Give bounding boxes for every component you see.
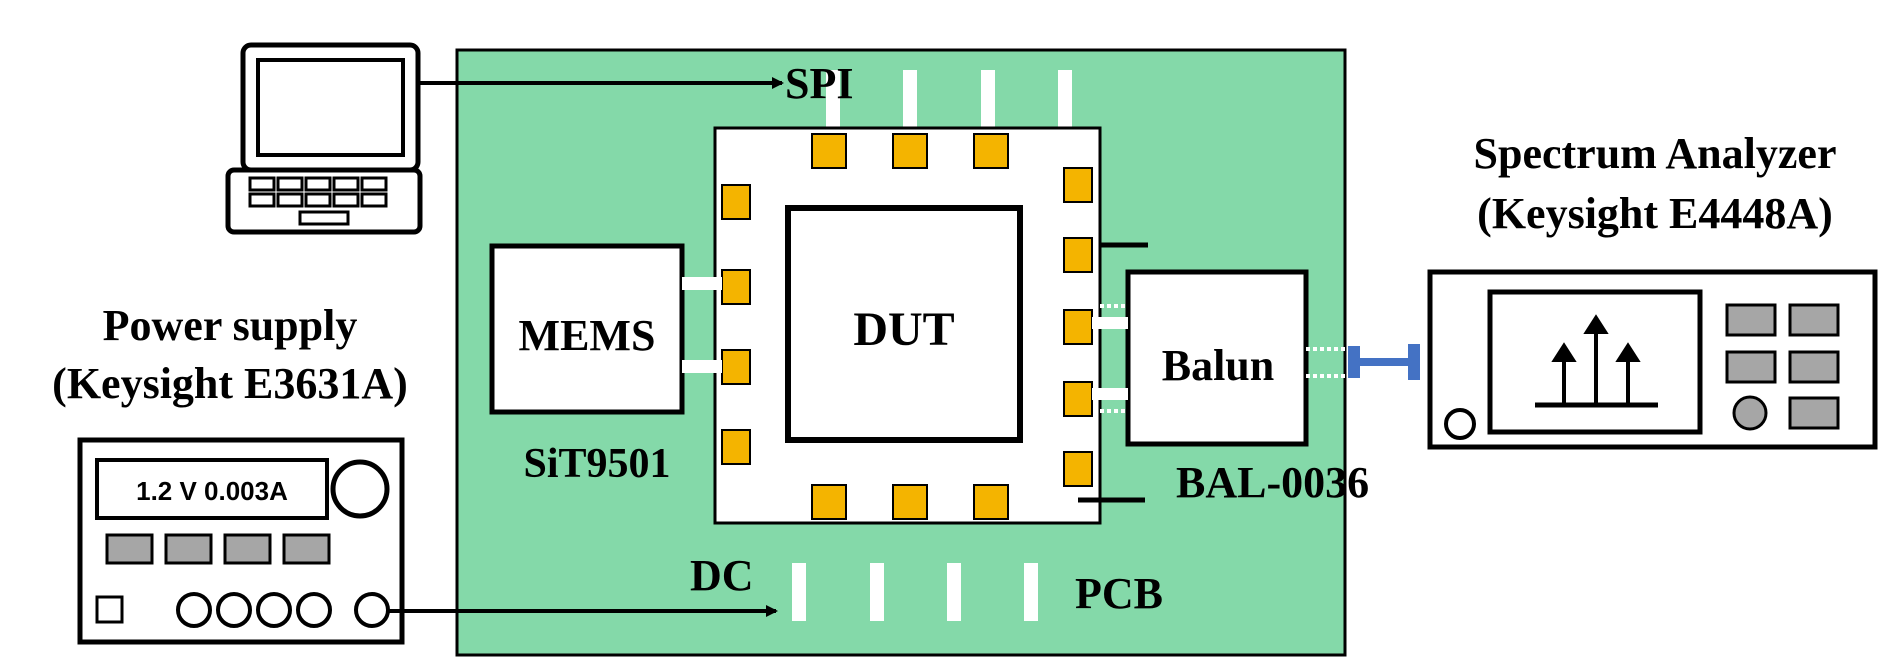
spectrum-arrows	[1551, 314, 1641, 405]
rf-cable	[1348, 344, 1420, 380]
power-supply-display	[95, 458, 329, 520]
mems-part-label: SiT9501	[523, 441, 670, 487]
balun-block	[1125, 269, 1309, 447]
mems-connectors	[682, 277, 722, 373]
spi-traces	[826, 70, 1072, 128]
pcb-label: PCB	[1075, 569, 1163, 618]
power-supply-title: Power supply	[103, 301, 358, 350]
laptop-icon	[225, 42, 423, 235]
mems-label: MEMS	[519, 311, 656, 360]
power-supply-knob	[330, 459, 390, 519]
dc-label: DC	[690, 551, 754, 600]
analyzer-model: (Keysight E4448A)	[1477, 189, 1833, 238]
balun-part-label: BAL-0036	[1176, 458, 1369, 507]
balun-connectors	[1092, 304, 1348, 413]
dut-die	[785, 205, 1023, 443]
dut-label: DUT	[853, 303, 954, 356]
power-supply-display-text: 1.2 V 0.003A	[136, 476, 288, 506]
power-supply-model: (Keysight E3631A)	[52, 359, 408, 408]
spi-label: SPI	[785, 59, 853, 108]
balun-label: Balun	[1162, 341, 1275, 390]
dc-traces	[792, 563, 1038, 621]
analyzer-title: Spectrum Analyzer	[1474, 129, 1837, 178]
power-supply-icon	[77, 437, 405, 645]
mems-block	[489, 243, 685, 415]
spectrum-analyzer-icon	[1427, 269, 1878, 450]
chip-pads	[721, 133, 1093, 520]
